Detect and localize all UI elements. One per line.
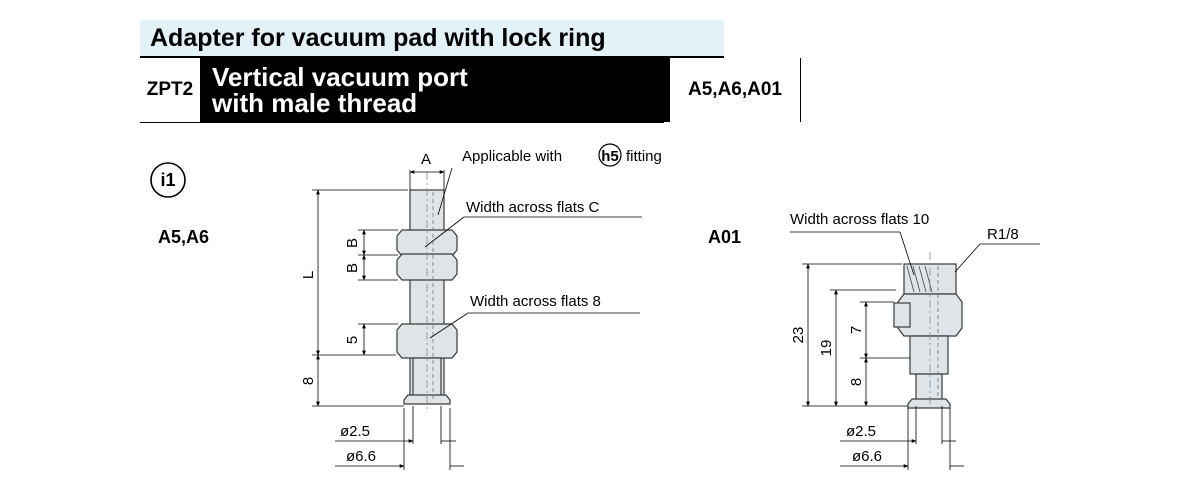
callout-applicable-prefix: Applicable with — [462, 148, 562, 165]
callout-applicable-code: h5 — [601, 148, 619, 165]
series-row: ZPT2 Vertical vacuum port with male thre… — [140, 58, 801, 123]
fitting-code-circle — [598, 143, 622, 167]
series-variants: A5,A6,A01 — [688, 79, 782, 100]
dim-5: 5 — [344, 336, 361, 344]
dim-19: 19 — [818, 340, 835, 357]
callout-flats-8: Width across flats 8 — [470, 293, 601, 310]
dim-8-left: 8 — [300, 377, 317, 385]
marker-circle — [150, 162, 186, 198]
series-description-line1: Vertical vacuum port — [212, 62, 468, 92]
dia-small-right: ø2.5 — [846, 423, 876, 440]
left-drawing: i1 A5,A6 A Applicable with h5 fitting Wi… — [150, 143, 662, 470]
variant-label-left: A5,A6 — [158, 227, 209, 247]
dim-b-upper: B — [344, 238, 361, 248]
dim-l: L — [300, 271, 317, 279]
adapter-body-right — [893, 263, 963, 409]
thread-hatch — [906, 265, 933, 293]
callout-thread: R1/8 — [987, 226, 1019, 243]
header-rule — [140, 56, 724, 58]
series-code: ZPT2 — [146, 79, 194, 100]
right-drawing: A01 Width across flats 10 R1/8 — [708, 211, 1040, 470]
series-divider — [669, 58, 670, 122]
series-right-border — [800, 58, 801, 122]
callout-applicable-suffix: fitting — [626, 148, 662, 165]
variant-label-right: A01 — [708, 227, 741, 247]
dia-small-left: ø2.5 — [340, 423, 370, 440]
page-title: Adapter for vacuum pad with lock ring — [150, 24, 606, 52]
dim-b-lower: B — [344, 263, 361, 273]
marker-label: i1 — [160, 170, 175, 190]
header-band — [140, 20, 724, 56]
series-description-box: Vertical vacuum port with male thread — [200, 58, 670, 122]
dim-8-right: 8 — [848, 378, 865, 386]
callout-flats-c: Width across flats C — [466, 199, 600, 216]
dim-7: 7 — [848, 326, 865, 334]
dia-large-left: ø6.6 — [346, 448, 376, 465]
dia-large-right: ø6.6 — [852, 448, 882, 465]
dim-a: A — [421, 151, 431, 168]
callout-flats-10: Width across flats 10 — [790, 211, 929, 228]
series-description-line2: with male thread — [212, 88, 418, 118]
dim-23: 23 — [790, 327, 807, 344]
